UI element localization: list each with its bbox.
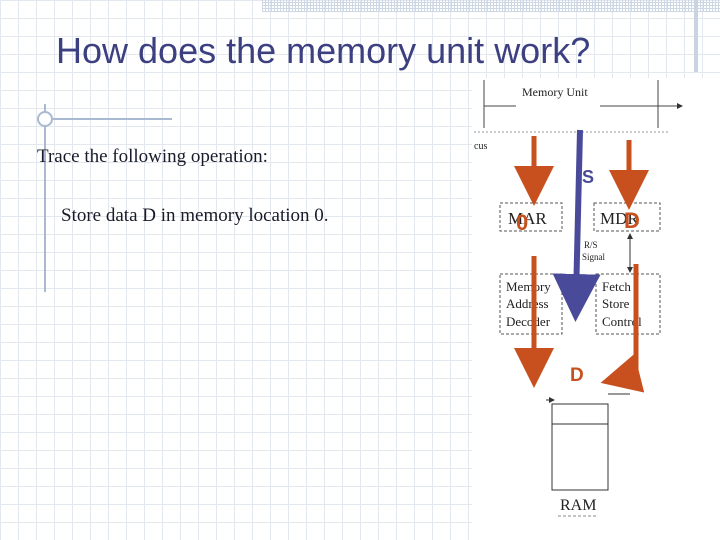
top-decoration-band	[262, 0, 720, 12]
slide-title: How does the memory unit work?	[56, 30, 591, 71]
data-d-mdr-label: D	[624, 208, 640, 233]
decoration-circle-icon	[37, 111, 53, 127]
control-label-3: Control	[602, 314, 642, 329]
ram-label: RAM	[560, 497, 596, 514]
address-zero-label: 0	[516, 210, 528, 235]
memory-unit-label: Memory Unit	[522, 85, 588, 99]
control-label-2: Store	[602, 296, 630, 311]
signal-s-label: S	[582, 167, 594, 187]
store-signal-arrow	[552, 129, 601, 322]
instruction-text: Trace the following operation:	[37, 146, 268, 167]
control-label-1: Fetch	[602, 279, 631, 294]
data-arrow-to-ram	[600, 353, 645, 393]
memory-unit-svg: Memory Unit cus MAR MDR R/S Signal Memor…	[474, 80, 683, 517]
bus-label: cus	[474, 141, 487, 152]
decoder-label-1: Memory	[506, 279, 551, 294]
decoration-horizontal-line	[44, 118, 172, 120]
rw-signal-line-2: Signal	[582, 252, 606, 262]
ram-box	[551, 403, 609, 491]
data-d-ram-label: D	[570, 365, 584, 386]
mdr-label: MDR	[600, 209, 639, 228]
decoder-label-3: Decoder	[506, 314, 551, 329]
decoder-label-2: Address	[506, 296, 549, 311]
decoration-vertical-line	[44, 104, 46, 292]
mar-label: MAR	[508, 209, 547, 228]
memory-unit-diagram: Memory Unit cus MAR MDR R/S Signal Memor…	[472, 78, 720, 540]
rw-signal-line-1: R/S	[584, 240, 598, 250]
right-decoration-bar	[694, 0, 698, 72]
operation-text: Store data D in memory location 0.	[61, 205, 329, 226]
